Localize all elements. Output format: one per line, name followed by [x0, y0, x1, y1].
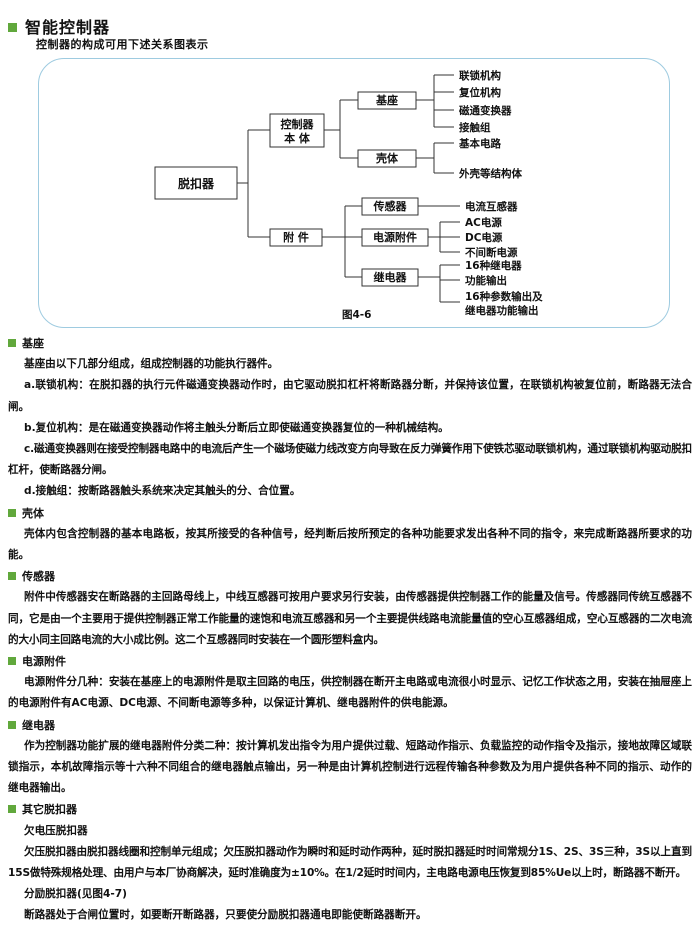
section-heading-text: 电源附件 [22, 655, 66, 668]
paragraph: 附件中传感器安在断路器的主回路母线上，中线互感器可按用户要求另行安装，由传感器提… [8, 591, 692, 646]
base-item: 接触组 [459, 121, 491, 134]
sensor-label: 传感器 [373, 199, 408, 213]
page-title: 智能控制器 [8, 14, 110, 38]
section-heading-text: 传感器 [22, 570, 55, 584]
base-item: 复位机构 [458, 86, 501, 99]
page-title-text: 智能控制器 [25, 18, 111, 37]
green-square-bullet-icon [8, 720, 16, 729]
green-square-bullet-icon [8, 657, 16, 665]
paragraph: a.联锁机构：在脱扣器的执行元件磁通变换器动作时，由它驱动脱扣杠杆将断路器分断，… [8, 379, 692, 413]
section-heading-text: 壳体 [22, 506, 44, 520]
paragraph: 电源附件分几种：安装在基座上的电源附件是取主回路的电压，供控制器在断开主电路或电… [8, 676, 692, 710]
power-item: AC电源 [465, 216, 502, 229]
page-subtitle: 控制器的构成可用下述关系图表示 [36, 38, 209, 51]
diagram-frame [38, 58, 670, 328]
paragraph: 欠压脱扣器由脱扣器线圈和控制单元组成；欠压脱扣器动作为瞬时和延时动作两种，延时脱… [8, 845, 692, 879]
shell-item: 基本电路 [458, 137, 501, 150]
paragraph: d.接触组：按断路器触头系统来决定其触头的分、合位置。 [24, 485, 301, 498]
subsection-heading: 分励脱扣器(见图4-7) [24, 888, 127, 901]
accessory-label: 附 件 [283, 230, 309, 244]
section-heading-other: 其它脱扣器 [8, 799, 692, 820]
green-square-bullet-icon [8, 23, 17, 32]
body-text: 基座 基座由以下几部分组成，组成控制器的功能执行器件。 a.联锁机构：在脱扣器的… [8, 333, 692, 927]
power-item: DC电源 [465, 231, 503, 244]
section-heading-text: 其它脱扣器 [22, 803, 77, 817]
section-heading-shell: 壳体 [8, 503, 692, 524]
body-label-line1: 控制器 [281, 117, 315, 131]
relationship-diagram: 脱扣器 控制器 本 体 基座 壳体 联锁机构 复位机构 磁通变换器 接触组 基本… [154, 69, 543, 321]
shell-item: 外壳等结构体 [458, 167, 522, 180]
section-heading-text: 继电器 [22, 718, 55, 732]
green-square-bullet-icon [8, 339, 16, 347]
section-heading-sensor: 传感器 [8, 566, 692, 587]
sensor-item: 电流互感器 [465, 200, 518, 213]
power-label: 电源附件 [373, 230, 417, 244]
base-item: 联锁机构 [459, 69, 501, 82]
relay-item: 继电器功能输出 [465, 304, 539, 317]
power-item: 不间断电源 [465, 246, 518, 259]
paragraph: 作为控制器功能扩展的继电器附件分类二种：按计算机发出指令为用户提供过载、短路动作… [8, 739, 692, 795]
figure-caption: 图4-6 [342, 309, 371, 321]
base-label: 基座 [375, 93, 398, 107]
paragraph: b.复位机构：是在磁通变换器动作将主触头分断后立即使磁通变换器复位的一种机械结构… [24, 421, 449, 434]
relay-item: 16种参数输出及 [465, 290, 543, 303]
base-item: 磁通变换器 [459, 104, 512, 117]
body-label-line2: 本 体 [284, 131, 311, 145]
paragraph: 基座由以下几部分组成，组成控制器的功能执行器件。 [24, 358, 279, 371]
shell-label: 壳体 [375, 151, 399, 165]
paragraph: c.磁通变换器则在接受控制器电路中的电流后产生一个磁场使磁力线改变方向导致在反力… [8, 443, 692, 477]
green-square-bullet-icon [8, 508, 16, 517]
section-heading-text: 基座 [22, 337, 44, 350]
relay-label: 继电器 [374, 270, 408, 284]
subsection-heading: 欠电压脱扣器 [24, 824, 88, 837]
relay-item: 16种继电器 [465, 259, 522, 272]
paragraph: 壳体内包含控制器的基本电路板，按其所接受的各种信号，经判断后按所预定的各种功能要… [8, 527, 692, 561]
section-heading-power: 电源附件 [8, 651, 692, 672]
green-square-bullet-icon [8, 572, 16, 581]
paragraph: 断路器处于合闸位置时，如要断开断路器，只要使分励脱扣器通电即能使断路器断开。 [24, 909, 427, 922]
relay-item: 功能输出 [465, 274, 507, 287]
section-heading-base: 基座 [8, 333, 692, 354]
section-heading-relay: 继电器 [8, 715, 692, 736]
root-label: 脱扣器 [178, 176, 215, 191]
green-square-bullet-icon [8, 805, 16, 814]
